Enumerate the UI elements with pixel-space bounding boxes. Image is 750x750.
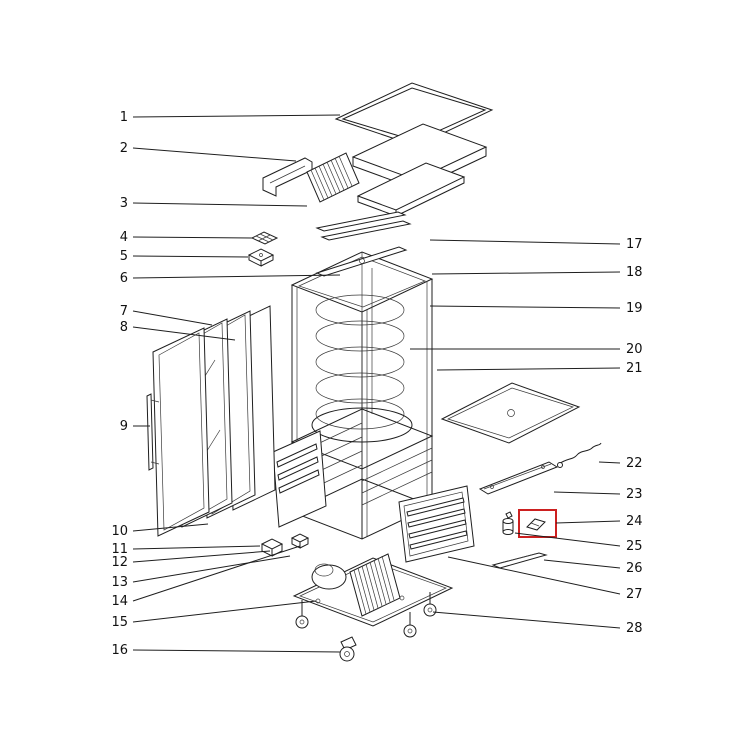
part-label-1: 1	[120, 110, 128, 125]
leader-line-27	[447, 556, 621, 595]
leader-line-18	[431, 271, 621, 275]
leader-line-26	[543, 559, 621, 569]
leader-line-1	[132, 114, 341, 118]
leader-line-4	[132, 236, 253, 239]
part-control-box	[247, 248, 275, 267]
leader-line-13	[132, 555, 291, 583]
part-caster-wheel	[339, 636, 357, 662]
part-label-21: 21	[626, 361, 643, 376]
part-label-17: 17	[626, 237, 643, 252]
part-support-rails	[315, 211, 412, 241]
leader-line-14	[132, 545, 301, 602]
leader-line-15	[132, 600, 317, 623]
leader-line-28	[432, 611, 621, 629]
part-hinge-block	[290, 533, 310, 549]
part-label-13: 13	[111, 575, 128, 590]
part-label-12: 12	[111, 555, 128, 570]
part-door-with-handle	[146, 327, 210, 537]
part-spiral-coil	[311, 268, 413, 443]
part-label-4: 4	[120, 230, 128, 245]
leader-line-22	[598, 461, 621, 464]
part-label-16: 16	[111, 643, 128, 658]
leader-line-16	[132, 649, 341, 653]
part-label-3: 3	[120, 196, 128, 211]
leader-line-6	[132, 274, 341, 279]
part-label-19: 19	[626, 301, 643, 316]
leader-line-12	[132, 550, 271, 563]
part-shelf-panel	[440, 382, 581, 444]
leader-line-10	[132, 523, 209, 532]
leader-line-7	[132, 310, 213, 326]
part-label-26: 26	[626, 561, 643, 576]
part-label-23: 23	[626, 487, 643, 502]
part-grid-plate	[250, 231, 279, 245]
part-mount-rail	[478, 461, 559, 495]
part-label-5: 5	[120, 249, 128, 264]
part-temperature-probe	[491, 552, 548, 569]
part-label-11: 11	[111, 542, 128, 557]
part-number-labels: 1 2 3 4 5 6 7 8 9 10 11 12 13 14 15 16 1…	[111, 110, 642, 658]
part-clip-highlighted	[526, 518, 546, 531]
part-top-panel	[334, 82, 494, 147]
leader-line-3	[132, 202, 308, 207]
leader-line-2	[132, 147, 297, 162]
leader-line-5	[132, 255, 249, 258]
part-drier-filter	[502, 511, 514, 535]
leader-line-11	[132, 545, 261, 550]
part-capillary-tube	[557, 442, 602, 468]
part-mount-bracket	[262, 157, 313, 197]
leader-lines	[132, 114, 621, 653]
part-label-15: 15	[111, 615, 128, 630]
leader-line-23	[553, 491, 621, 495]
leader-line-8	[132, 326, 236, 341]
part-side-grille	[272, 430, 327, 528]
leader-line-19	[429, 305, 621, 309]
part-label-28: 28	[626, 621, 643, 636]
part-label-22: 22	[626, 456, 643, 471]
part-label-14: 14	[111, 594, 128, 609]
highlight-box-part-24	[518, 509, 557, 538]
part-label-2: 2	[120, 141, 128, 156]
part-ceiling-tray	[356, 162, 466, 217]
leader-line-21	[436, 367, 621, 371]
part-label-6: 6	[120, 271, 128, 286]
part-label-10: 10	[111, 524, 128, 539]
part-label-24: 24	[626, 514, 643, 529]
leader-line-24	[555, 520, 621, 524]
part-label-27: 27	[626, 587, 643, 602]
part-label-9: 9	[120, 419, 128, 434]
part-label-7: 7	[120, 304, 128, 319]
part-hinge-bracket	[260, 538, 284, 557]
part-label-8: 8	[120, 320, 128, 335]
part-finned-evaporator	[306, 152, 360, 203]
part-label-25: 25	[626, 539, 643, 554]
leader-line-25	[514, 532, 621, 547]
part-label-18: 18	[626, 265, 643, 280]
part-label-20: 20	[626, 342, 643, 357]
part-front-grille	[398, 485, 475, 563]
part-compressor-base	[292, 553, 454, 638]
leader-line-17	[429, 239, 621, 245]
